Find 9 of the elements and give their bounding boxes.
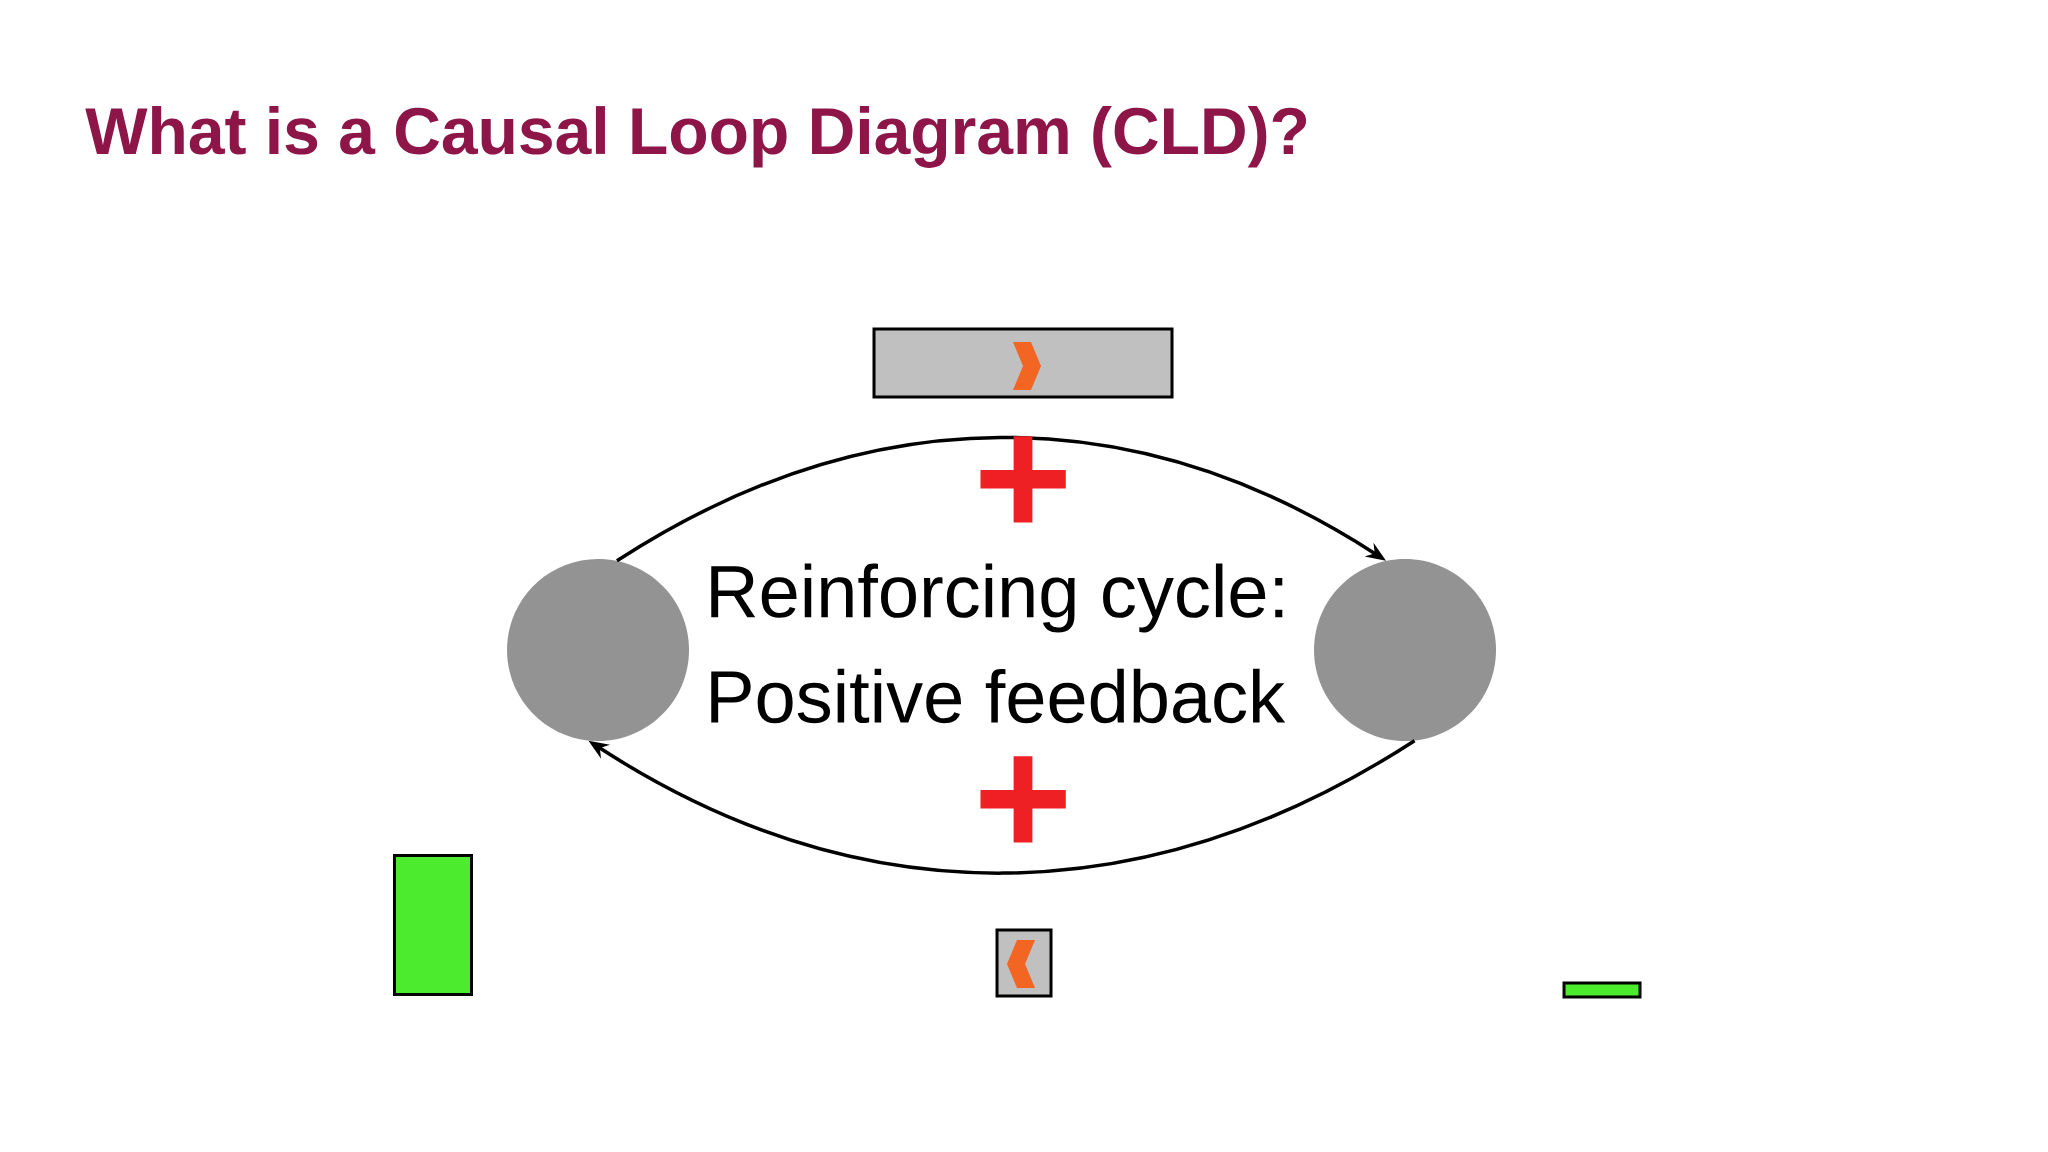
bar-node [393,854,473,996]
edge-label: + [980,436,1066,523]
label: Reinforcing cycle: [711,563,1283,633]
edge-label: + [980,756,1066,843]
bar-node [1562,981,1642,999]
diagram-title: What is a Causal Loop Diagram (CLD)? [85,106,1307,168]
label: Positive feedback [711,668,1286,724]
circle-node [1314,559,1496,741]
circle-node [507,559,689,741]
